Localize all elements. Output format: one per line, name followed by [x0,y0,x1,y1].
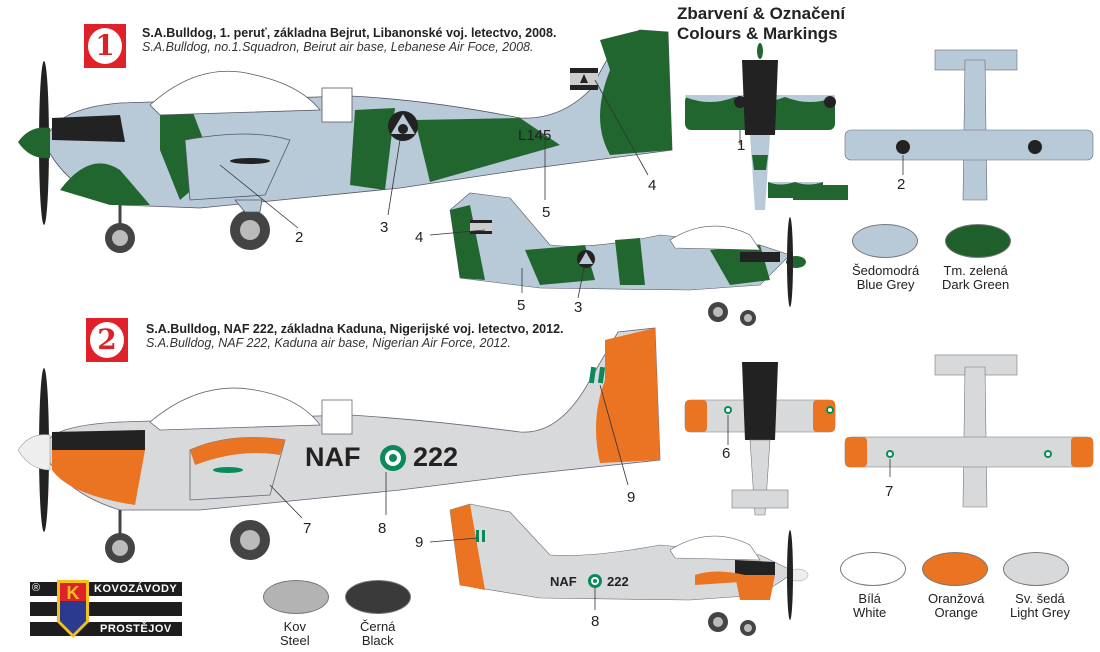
callout-4: 4 [648,177,657,194]
scheme-1-badge: 1 [84,24,126,68]
logo-line2: PROSTĚJOV [100,623,172,635]
scheme-1-caption: S.A.Bulldog, 1. peruť, základna Bejrut, … [142,26,556,54]
scheme-1-side-view-left: L145 [18,29,673,253]
scheme-1-serial: L145 [518,127,551,144]
scheme-1-title-en: S.A.Bulldog, no.1.Squadron, Beirut air b… [142,40,534,54]
scheme-2-bottom-view [844,354,1094,508]
kovozavody-logo: ® K KOVOZÁVODY PROSTĚJOV [30,580,182,638]
callout-3: 3 [380,219,389,236]
swatch-orange [922,552,988,586]
scheme-2-title-cz: S.A.Bulldog, NAF 222, základna Kaduna, N… [146,322,564,336]
logo-line1: KOVOZÁVODY [94,583,178,595]
scheme-2-badge: 2 [86,318,128,362]
scheme-2-side-view-left: NAF 222 [17,327,661,563]
swatch-light-grey [1003,552,1069,586]
registered-mark: ® [32,582,41,594]
callout-5: 5 [542,204,551,221]
scheme-2-caption: S.A.Bulldog, NAF 222, základna Kaduna, N… [146,322,564,350]
scheme-1-bottom-view [844,49,1094,201]
scheme-2-small-serial-number: 222 [607,574,629,589]
scheme-1-title-cz: S.A.Bulldog, 1. peruť, základna Bejrut, … [142,26,557,40]
scheme-2-number: 2 [97,323,117,356]
scheme-2-serial-number: 222 [413,442,458,472]
scheme-2-title-en: S.A.Bulldog, NAF 222, Kaduna air base, N… [146,336,511,350]
scheme-2-small-serial-prefix: NAF [550,574,577,589]
heading-en: Colours & Markings [677,24,838,43]
callout-8: 8 [378,520,387,537]
callout-9: 9 [627,489,636,506]
callout-6: 6 [722,445,731,462]
callout-8: 8 [591,613,600,630]
swatch-black [345,580,411,614]
callout-2: 2 [295,229,304,246]
callout-7: 7 [885,483,894,500]
callout-9: 9 [415,534,424,551]
scheme-1-side-view-right [429,192,806,326]
callout-5: 5 [517,297,526,314]
logo-shield-icon: K [57,580,89,638]
logo-letter: K [67,583,80,603]
colours-markings-heading: Zbarvení & Označení Colours & Markings [677,4,845,44]
callout-7: 7 [303,520,312,537]
swatch-white [840,552,906,586]
scheme-1-top-view [685,43,848,210]
callout-3: 3 [574,299,583,316]
swatch-blue-grey [852,224,918,258]
swatch-dark-green [945,224,1011,258]
callout-4: 4 [415,229,424,246]
swatch-steel [263,580,329,614]
scheme-1-number: 1 [95,29,115,62]
heading-cz: Zbarvení & Označení [677,4,846,23]
scheme-2-serial-prefix: NAF [305,442,361,472]
callout-1: 1 [737,137,746,154]
callout-2: 2 [897,176,906,193]
scheme-2-top-view [684,362,836,516]
scheme-2-side-view-right: NAF 222 [429,503,809,636]
